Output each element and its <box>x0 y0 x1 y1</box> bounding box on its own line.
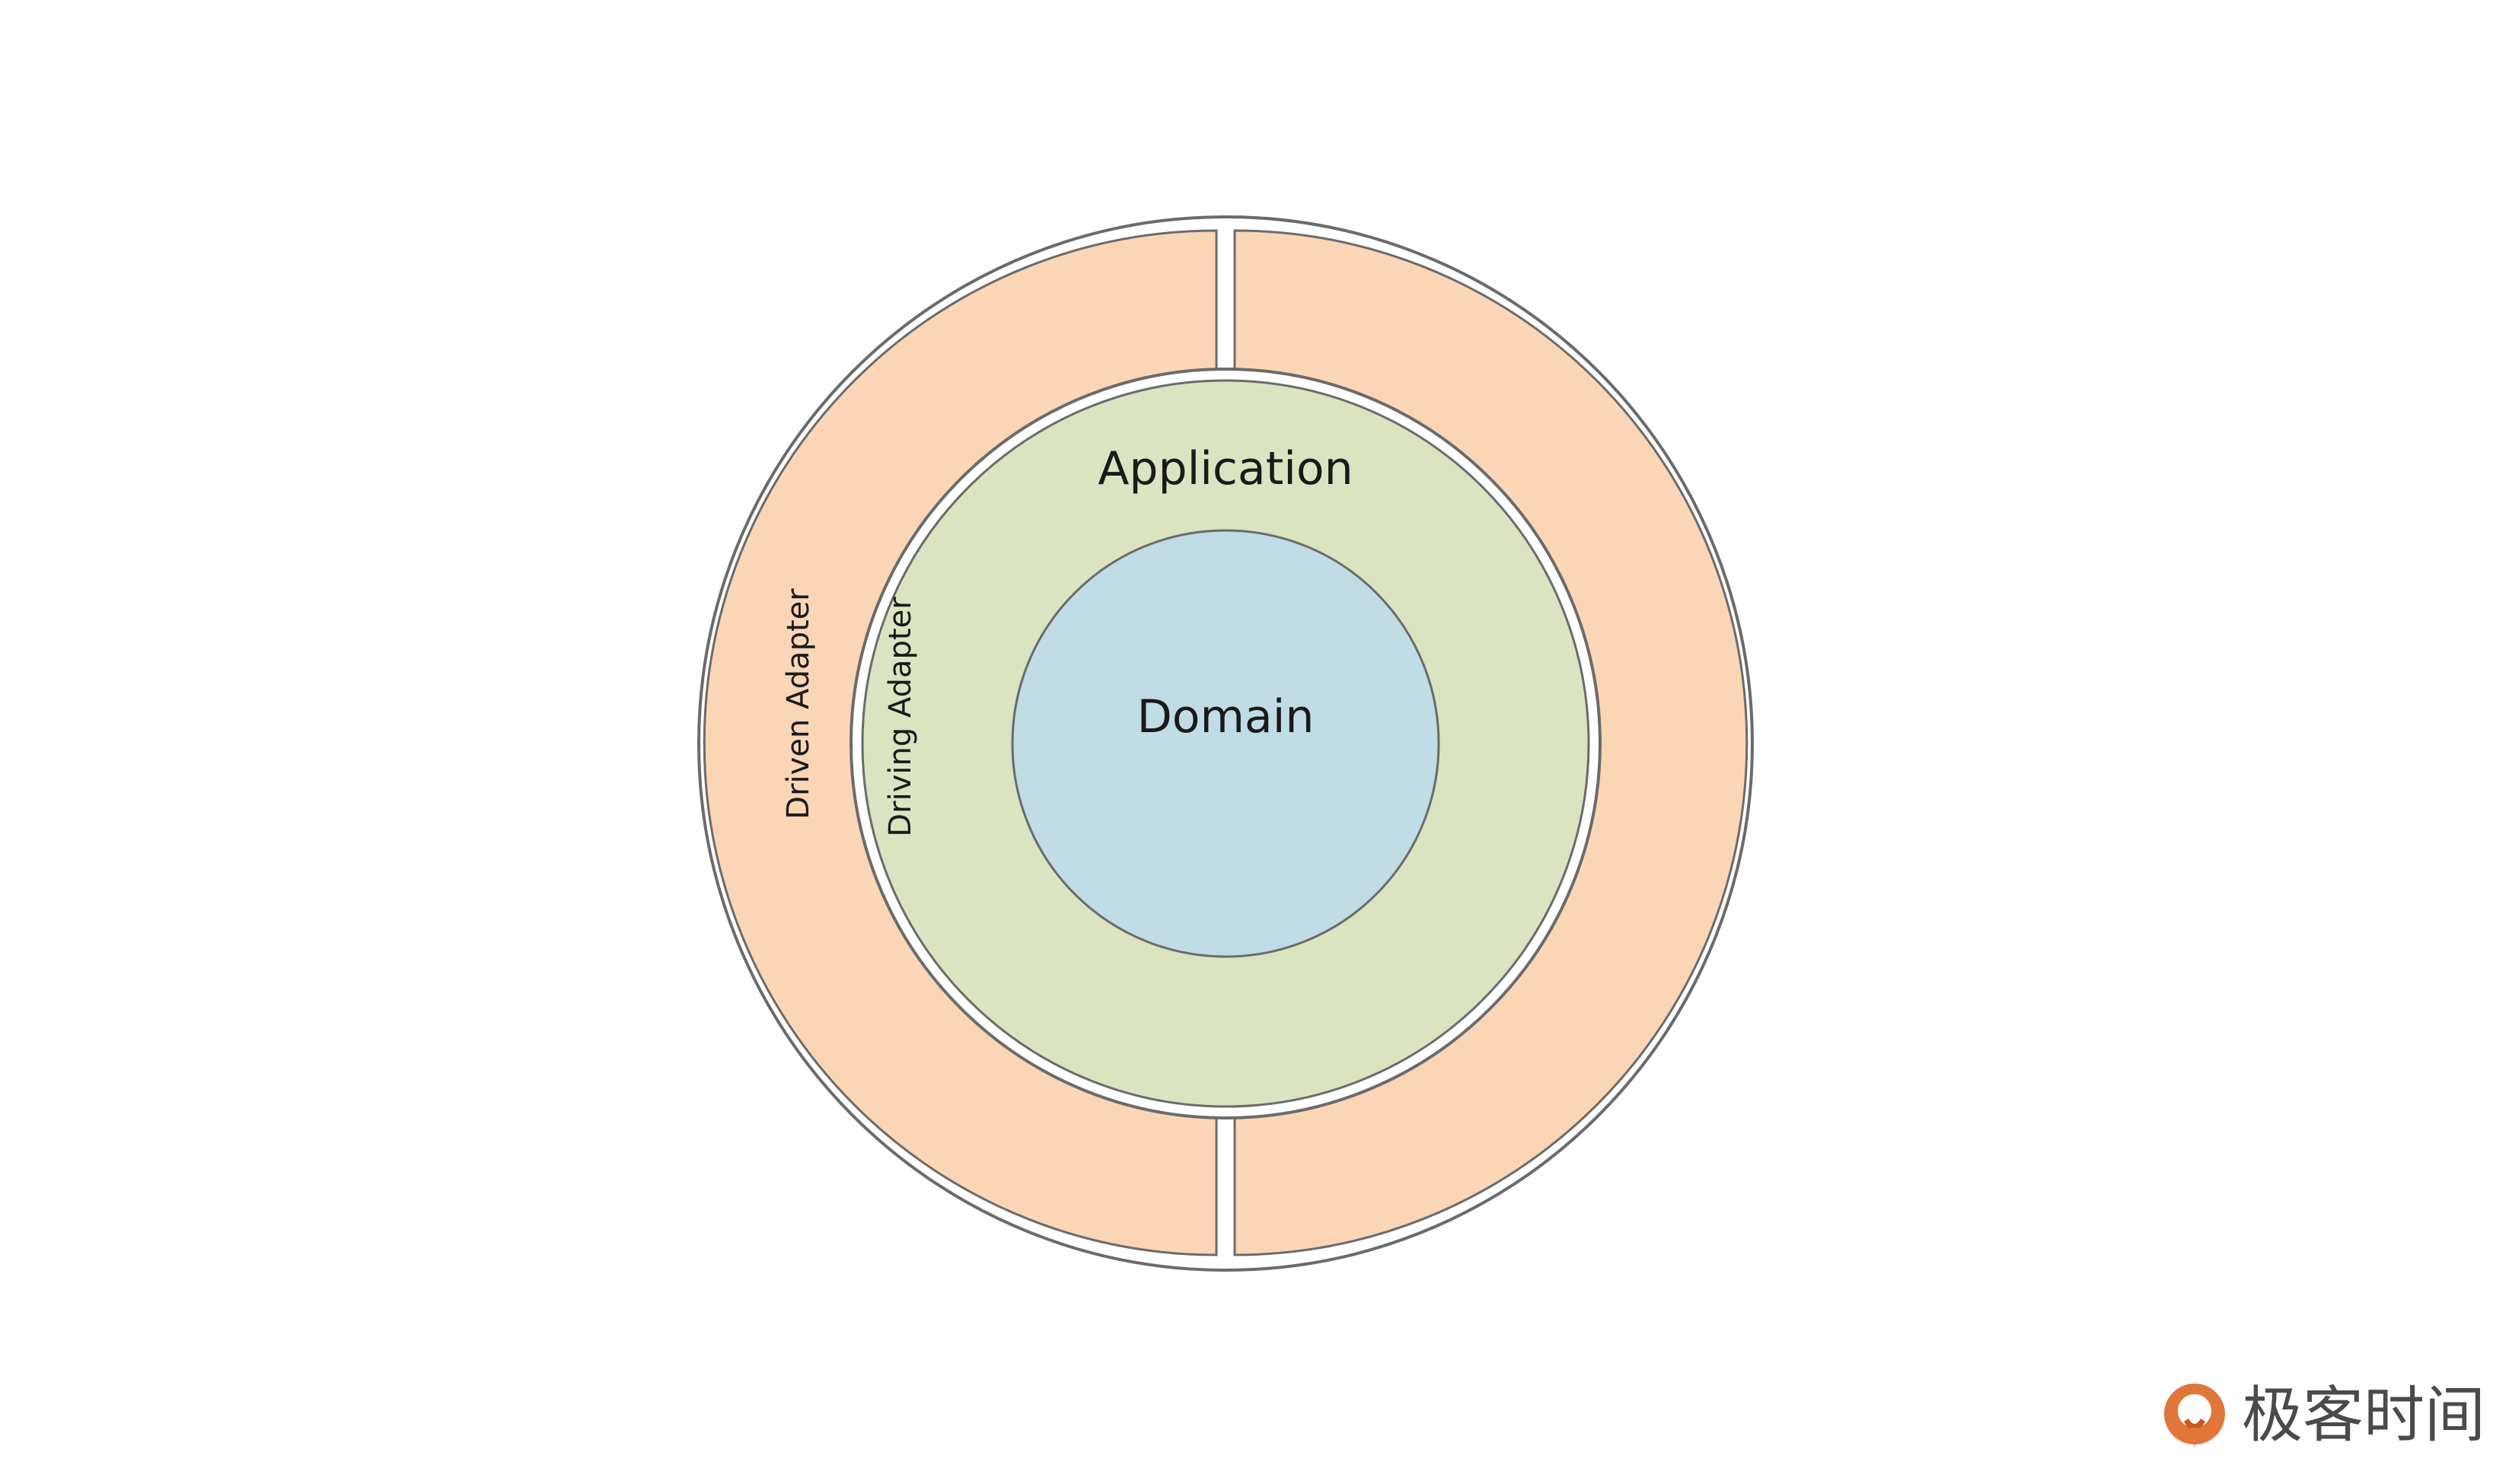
brand-name: 极客时间 <box>2242 1380 2485 1451</box>
geektime-logo-icon <box>2164 1384 2225 1447</box>
domain-core-circle[interactable] <box>1011 529 1440 958</box>
domain-label: Domain <box>1137 690 1315 744</box>
driving-adapter-label: Driving Adapter <box>883 597 918 837</box>
application-label: Application <box>1098 442 1353 495</box>
driven-adapter-label: Driven Adapter <box>781 588 816 820</box>
brand-logo: 极客时间 <box>2164 1380 2485 1451</box>
